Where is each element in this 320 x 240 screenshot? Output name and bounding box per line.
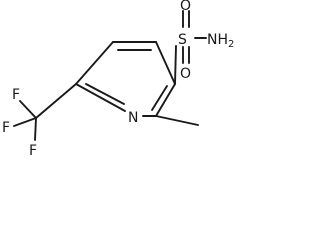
- atom-fluorine-top: F: [12, 87, 20, 103]
- atom-ring-nitrogen: N: [128, 110, 138, 126]
- bond-methyl: [155, 115, 199, 126]
- structure-diagram: N S O O NH2 F F F: [2, 0, 234, 159]
- atom-sulfur: S: [178, 32, 187, 48]
- bond-c3-s: [174, 45, 177, 85]
- bond-c-f-bottom: [34, 117, 37, 141]
- bond-c3-c2: [155, 83, 176, 117]
- amine-label: NH: [207, 32, 228, 48]
- bond-n1-c6: [75, 83, 126, 112]
- molecule-drawing: N S O O NH2 F F F: [2, 0, 234, 159]
- bond-c-f-top: [19, 100, 37, 119]
- atom-fluorine-bottom: F: [29, 143, 37, 159]
- bond-c6-c5: [75, 41, 114, 85]
- bond-c4-c3: [155, 41, 176, 85]
- bond-c-f-left: [13, 117, 37, 127]
- atom-amine: NH2: [207, 32, 234, 50]
- bond-c6-cf3: [35, 83, 77, 119]
- atom-oxygen-bottom: O: [180, 66, 191, 82]
- atom-fluorine-left: F: [2, 120, 10, 136]
- double-bond-n1-c6: [85, 83, 125, 105]
- atom-oxygen-top: O: [180, 0, 191, 14]
- amine-subscript: 2: [228, 39, 234, 50]
- double-bond-c3-c2: [151, 85, 168, 111]
